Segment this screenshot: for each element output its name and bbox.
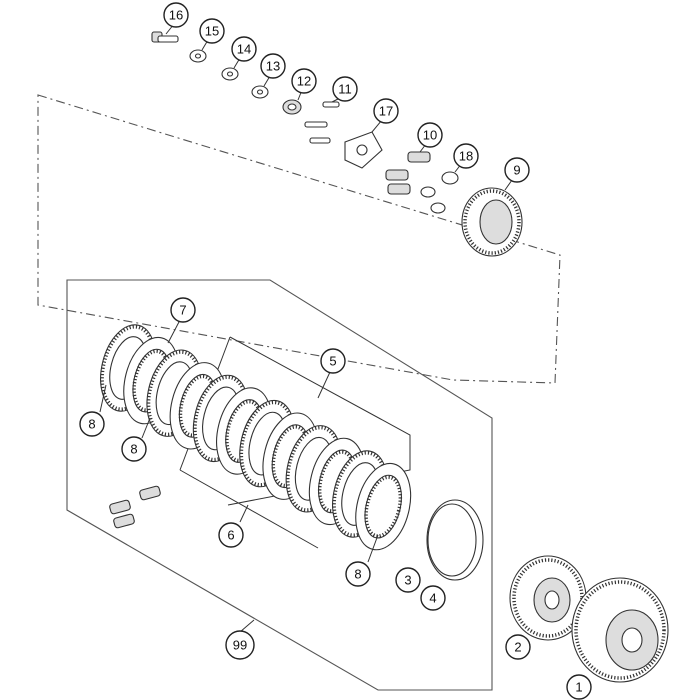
svg-text:15: 15 (205, 24, 219, 39)
svg-text:13: 13 (266, 59, 280, 74)
svg-text:16: 16 (169, 8, 183, 23)
svg-text:8: 8 (354, 567, 361, 582)
callout-99: 99 (225, 630, 255, 660)
callout-15: 15 (199, 18, 225, 44)
svg-text:10: 10 (423, 128, 437, 143)
callout-14: 14 (231, 36, 257, 62)
callout-leaders (99, 319, 379, 633)
callout-9: 9 (504, 157, 530, 183)
clutch-plate-stack (100, 324, 412, 551)
pressure-plate-part-9 (461, 179, 523, 257)
svg-text:12: 12 (297, 74, 311, 89)
callout-11: 11 (332, 76, 358, 102)
washer-part-13 (251, 75, 271, 99)
svg-text:11: 11 (338, 82, 352, 97)
svg-text:99: 99 (233, 638, 247, 653)
washer-part-15 (189, 39, 209, 63)
callout-18: 18 (453, 143, 479, 169)
outer-basket-part-1 (571, 577, 669, 683)
svg-text:18: 18 (459, 149, 473, 164)
bolts-part-11 (304, 97, 341, 144)
svg-text:8: 8 (130, 442, 137, 457)
pressure-plate-group-boundary (37, 94, 561, 384)
svg-text:17: 17 (379, 104, 393, 119)
callout-3: 3 (395, 567, 421, 593)
callout-10: 10 (417, 122, 443, 148)
seal-ring-part-3-4 (426, 499, 484, 581)
springs-pair (109, 485, 161, 529)
bearing-part-12 (282, 89, 303, 115)
clutch-kit-frame (66, 279, 493, 691)
svg-text:4: 4 (429, 591, 436, 606)
svg-text:3: 3 (404, 573, 411, 588)
callout-7: 7 (170, 297, 196, 323)
callout-4: 4 (420, 585, 446, 611)
callout-5: 5 (320, 348, 346, 374)
inner-hub-part-2 (509, 555, 587, 641)
callout-labels: 16 15 14 13 12 11 17 10 18 9 7 5 8 8 6 8… (79, 2, 592, 700)
retainer-rings-part-18 (420, 162, 463, 214)
steel-plate (355, 462, 412, 551)
svg-text:8: 8 (88, 417, 95, 432)
svg-text:14: 14 (237, 42, 251, 57)
callout-12: 12 (291, 68, 317, 94)
callout-17: 17 (373, 98, 399, 124)
callout-1: 1 (566, 674, 592, 700)
callout-6: 6 (218, 522, 244, 548)
svg-text:5: 5 (329, 354, 336, 369)
callout-13: 13 (260, 53, 286, 79)
plate-part-17 (344, 119, 383, 169)
callout-8-mid: 8 (121, 436, 147, 462)
washer-part-14 (221, 57, 241, 81)
callout-8-left: 8 (79, 411, 105, 437)
svg-text:2: 2 (514, 640, 521, 655)
svg-text:7: 7 (179, 303, 186, 318)
springs-part-10 (385, 143, 431, 195)
callout-2: 2 (505, 634, 531, 660)
svg-text:6: 6 (227, 528, 234, 543)
callout-8-right: 8 (345, 561, 371, 587)
svg-text:1: 1 (575, 680, 582, 695)
svg-text:9: 9 (513, 163, 520, 178)
callout-16: 16 (163, 2, 189, 28)
